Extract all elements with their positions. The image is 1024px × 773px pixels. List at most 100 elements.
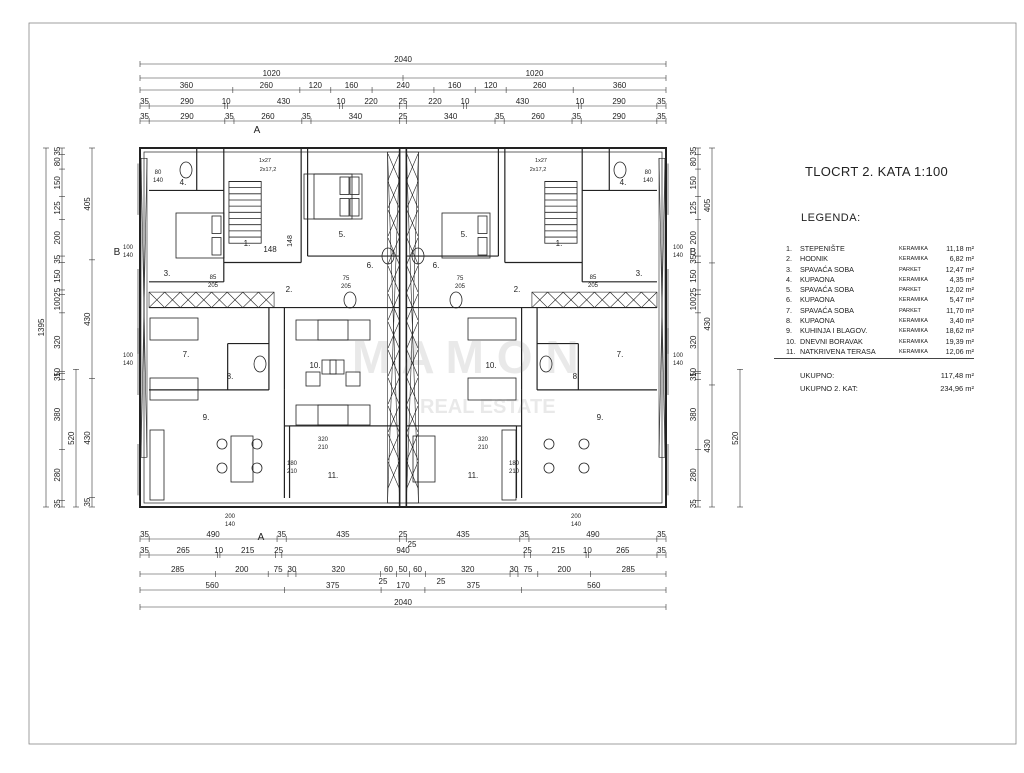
pillow [349,176,360,195]
dimension-label: 35 [140,546,149,555]
room-number: 3. [164,269,171,278]
hatch-line [406,433,419,461]
dimension-label: 290 [180,97,194,106]
dimension-label: 35 [140,112,149,121]
toilet [411,247,425,265]
opening-dim: 140 [673,361,684,367]
room-number: 4. [620,178,627,187]
legend-material: KERAMIKA [899,297,928,304]
dimension-label: 200 [235,565,249,574]
legend-material: KERAMIKA [899,338,928,345]
pillow [349,198,360,217]
dimension-label: 35 [657,97,666,106]
opening-dim: 180 [287,461,298,467]
dimension-label: 1020 [526,69,544,78]
dimension-label: 25 [274,546,283,555]
legend-number: 2. [786,254,792,264]
dimension-label: 35 [657,112,666,121]
dimension-label: 280 [53,468,62,482]
dimension-label: 405 [83,197,92,211]
dimension-label: 435 [456,530,470,539]
dimension-label: 220 [428,97,442,106]
opening-dim: 100 [673,245,684,251]
legend-heading: LEGENDA: [801,212,861,224]
room-number: 3. [636,269,643,278]
opening-dim: 320 [318,437,329,443]
bed [467,377,517,401]
stair [228,181,262,244]
dimension-label: 150 [53,176,62,190]
bed [303,173,353,220]
dimension-label: 520 [67,431,76,445]
opening-dim: 210 [478,445,489,451]
hatch-line [406,377,419,405]
hatch-line [195,291,212,308]
room-number: 8. [227,372,234,381]
hatch-line [140,158,148,458]
hatch-line [406,265,419,293]
dimension-label: 35 [689,146,698,155]
hatch-line [164,291,181,308]
hatch-line [547,291,564,308]
legend-number: 6. [786,295,792,305]
hatch-line [387,405,400,433]
dimension-label: 35 [225,112,234,121]
dimension-label: 170 [396,581,410,590]
hatch-line [242,291,259,308]
legend-area: 19,39 m² [945,336,974,346]
dimension-label: 35 [53,499,62,508]
hatch-line [406,405,419,433]
legend-name: KUHINJA I BLAGOV. [800,326,868,336]
hatch-line [226,291,244,308]
hatch-band [406,151,419,504]
dimension-label: 120 [484,81,498,90]
hatch-line [578,291,595,308]
legend-name: KUPAONA [800,274,835,284]
dimension-label: 405 [703,198,712,212]
hatch-line [258,291,275,308]
dimension-label: 35 [53,146,62,155]
dimension-label: 35 [657,530,666,539]
total-label: UKUPNO: [800,371,835,380]
dimension-label: 360 [613,81,627,90]
hatch-line [406,153,419,181]
opening-dim: 140 [673,253,684,259]
legend-name: SPAVAĆA SOBA [800,285,854,295]
legend-material: KERAMIKA [899,256,928,263]
total-floor-value: 234,96 m² [940,384,974,393]
dimension-label: 25 [53,287,62,296]
dimension-label: 240 [396,81,410,90]
dimension-label: 380 [53,407,62,421]
total-floor-label: UKUPNO 2. KAT: [800,384,858,393]
legend-number: 11. [786,346,796,356]
dimension-label: 280 [689,468,698,482]
dimension-label: 35 [302,112,311,121]
dimension-label: 215 [552,546,566,555]
opening-dim: 210 [287,469,298,475]
counter [501,429,517,501]
chair [543,462,555,474]
opening-dim: 140 [571,522,582,528]
opening-dim: 205 [341,284,352,290]
room-number: 2. [514,285,521,294]
room-number: 8. [573,372,580,381]
furniture [149,161,627,501]
dimension-label: 160 [345,81,359,90]
dimension-label: 35 [689,254,698,263]
pillow [211,237,222,256]
dimension-label: 320 [53,335,62,349]
hatch-line [387,209,400,237]
sofa [317,404,371,426]
dimension-label: 25 [689,287,698,296]
counter [149,429,165,501]
dimension-label: 35 [572,112,581,121]
legend-number: 10. [786,336,796,346]
dimension-label: 10 [214,546,223,555]
legend-material: PARKET [899,266,921,273]
watermark-brand: M A M O N [352,331,579,383]
room-number: 11. [328,471,339,480]
